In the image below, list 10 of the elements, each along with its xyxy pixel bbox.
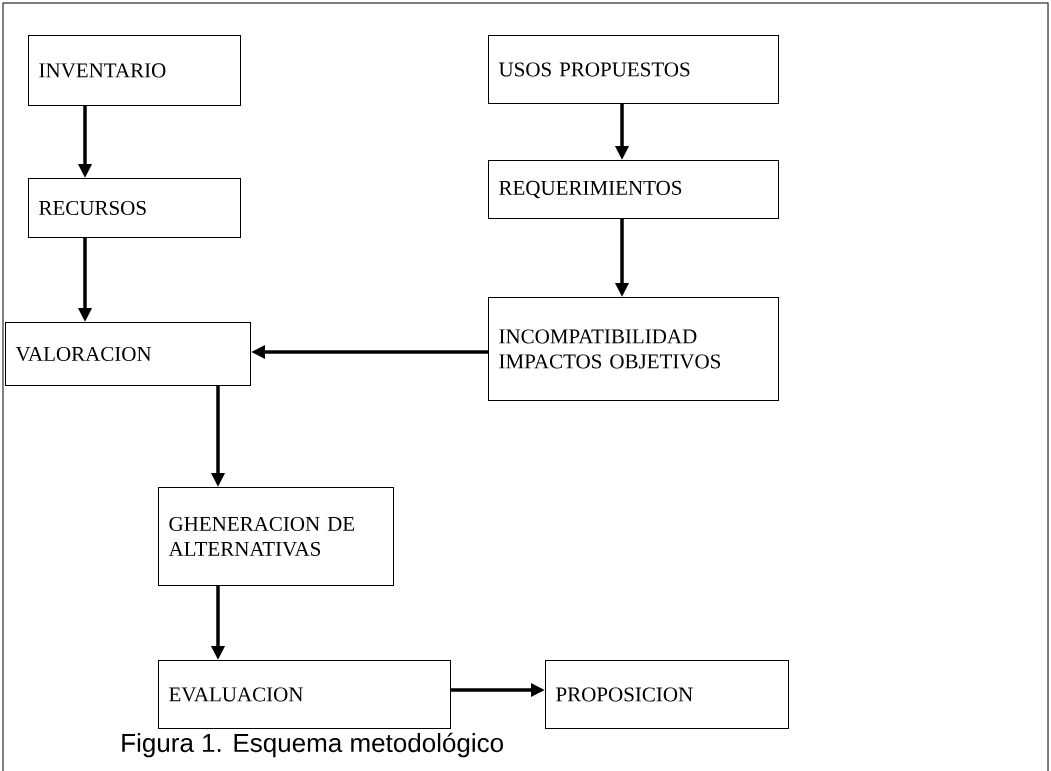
process-box: GHENERACION DE ALTERNATIVAS — [158, 487, 394, 586]
process-box: INVENTARIO — [28, 35, 241, 106]
process-box: VALORACION — [5, 322, 251, 386]
process-box: INCOMPATIBILIDAD IMPACTOS OBJETIVOS — [488, 297, 779, 401]
process-box: PROPOSICION — [545, 660, 789, 729]
process-box: USOS PROPUESTOS — [488, 35, 779, 104]
process-box: REQUERIMIENTOS — [488, 160, 779, 219]
process-box: RECURSOS — [28, 178, 241, 238]
process-box: EVALUACION — [158, 660, 451, 729]
caption: Figura 1. Esquema metodológico — [122, 732, 503, 758]
